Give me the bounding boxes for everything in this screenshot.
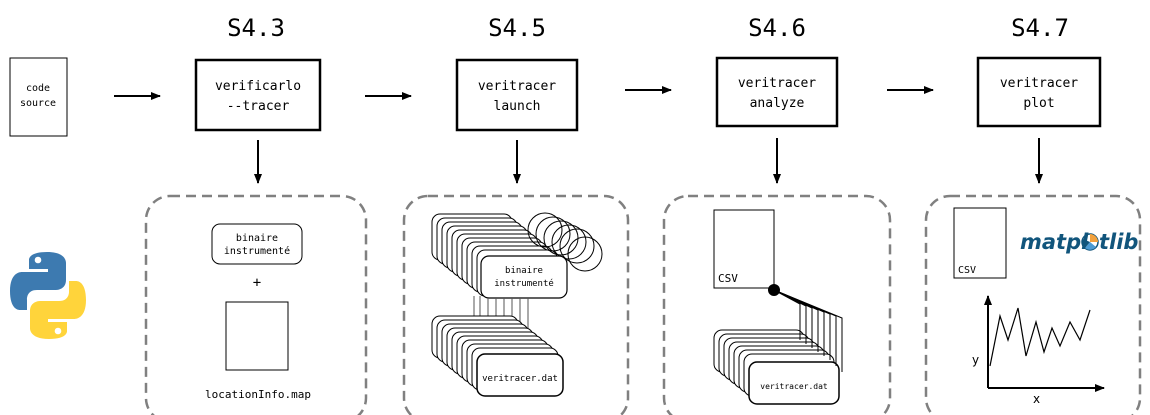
section-label: S4.3	[227, 14, 285, 42]
command-box-launch: veritracer launch	[455, 58, 579, 132]
trace-file-label: veritracer.dat	[760, 382, 828, 391]
trace-file-label: veritracer.dat	[482, 374, 558, 384]
trace-file-stack: veritracer.dat	[431, 315, 564, 397]
location-map-label: locationInfo.map	[205, 388, 311, 401]
source-label-line1: code	[26, 83, 50, 94]
output-panel-plot	[924, 194, 1142, 415]
instrumented-binary-box: binaire instrumenté	[211, 223, 303, 265]
command-line2: analyze	[750, 96, 805, 111]
python-logo-icon	[10, 252, 86, 339]
plus-sign: +	[253, 275, 261, 291]
csv-label: CSV	[718, 272, 738, 285]
command-line1: veritracer	[738, 76, 816, 91]
csv-document: CSV	[953, 207, 1007, 279]
loop-arrows	[527, 212, 603, 272]
plot-line	[989, 307, 1091, 367]
csv-label: CSV	[958, 265, 976, 276]
section-label: S4.5	[488, 14, 546, 42]
section-label: S4.7	[1011, 14, 1069, 42]
command-box-plot: veritracer plot	[976, 56, 1102, 128]
command-line1: veritracer	[1000, 76, 1078, 91]
command-box-verificarlo: verificarlo --tracer	[194, 58, 322, 132]
binary-label-line1: binaire	[505, 266, 543, 276]
binary-label-line2: instrumenté	[494, 278, 554, 289]
command-line2: --tracer	[227, 99, 290, 114]
output-panel-analyze	[662, 194, 892, 415]
command-line2: launch	[494, 99, 541, 114]
command-line1: verificarlo	[215, 79, 301, 94]
command-line2: plot	[1023, 96, 1054, 111]
y-axis-label: y	[972, 353, 979, 367]
matplotlib-logo-icon: matpl tlib	[1020, 230, 1138, 254]
binary-stack: binaire instrumenté	[431, 212, 603, 299]
output-panel-launch	[402, 194, 630, 415]
location-map-document	[225, 301, 289, 371]
x-axis-label: x	[1033, 392, 1040, 406]
source-label-line2: source	[20, 98, 56, 109]
trace-file-stack: veritracer.dat	[713, 329, 840, 405]
output-panel-instrument	[144, 194, 368, 415]
logo-text-b: tlib	[1099, 230, 1138, 254]
binary-label-line2: instrumenté	[224, 245, 290, 257]
logo-text-a: matpl	[1020, 230, 1089, 254]
csv-document: CSV	[713, 209, 775, 289]
merge-point	[768, 284, 780, 296]
binary-label-line1: binaire	[236, 233, 278, 244]
plot-sketch: y x	[972, 295, 1105, 406]
command-line1: veritracer	[478, 79, 556, 94]
merge-lines	[773, 289, 843, 372]
command-box-analyze: veritracer analyze	[715, 56, 839, 128]
section-label: S4.6	[748, 14, 806, 42]
source-code-document: code source	[9, 57, 68, 137]
